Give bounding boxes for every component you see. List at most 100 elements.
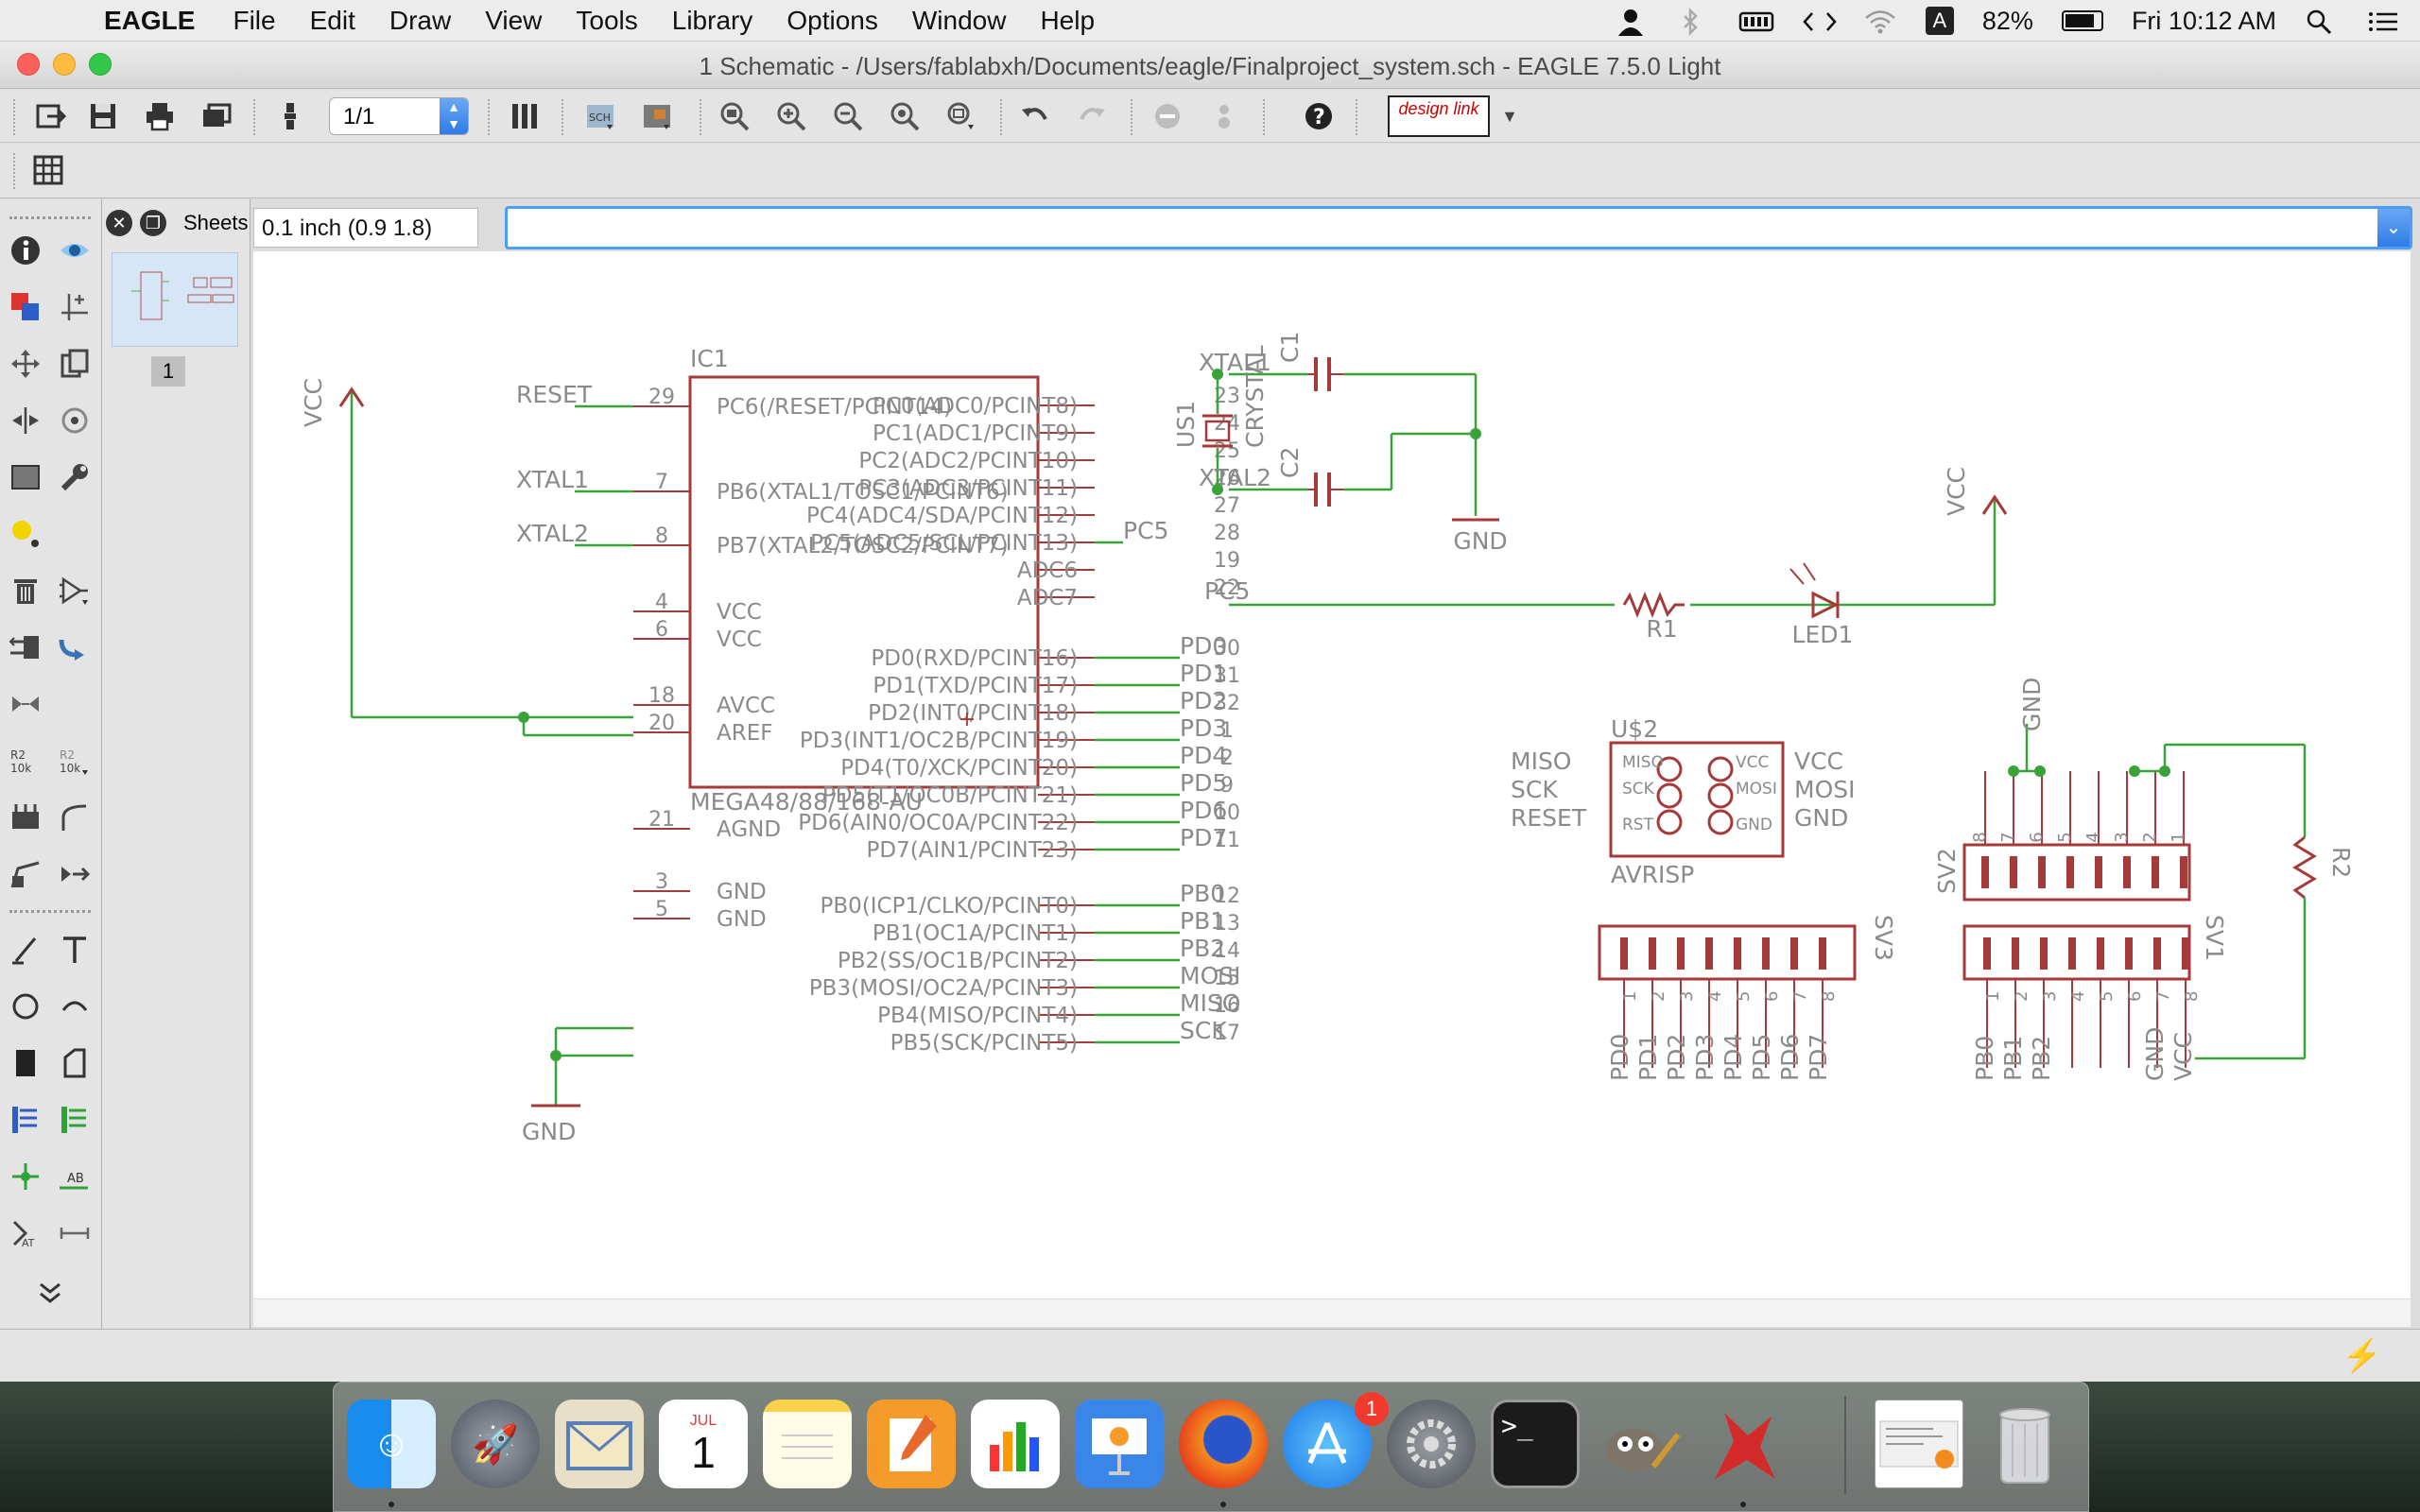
finder-icon[interactable]: ☺ [347, 1400, 436, 1488]
avrisp-pin-label[interactable]: GND [1736, 816, 1772, 834]
app-menu[interactable]: EAGLE [104, 5, 196, 35]
ic1-name[interactable]: IC1 [690, 345, 729, 372]
ic1-pin-number[interactable]: 5 [655, 898, 668, 921]
group-icon[interactable] [8, 458, 43, 496]
vcc-supply-symbol[interactable] [338, 387, 365, 407]
sheet-selector[interactable]: 1/1 ▲▼ [329, 97, 469, 135]
close-window-button[interactable] [17, 53, 40, 76]
expand-more-icon[interactable] [32, 1275, 68, 1313]
sv3-pin-pad[interactable] [1819, 937, 1826, 970]
sv1-pin-number[interactable]: 1 [1983, 991, 2003, 1002]
vcc-junction[interactable] [518, 712, 529, 723]
mail-icon[interactable] [555, 1400, 644, 1488]
ic1-pin-label[interactable]: PC6(/RESET/PCINT14) [717, 395, 952, 420]
keyboard-battery-icon[interactable] [1738, 8, 1774, 34]
trash-icon[interactable] [1980, 1400, 2069, 1488]
redo-icon[interactable] [1074, 99, 1110, 133]
ic1-pin-label[interactable]: PC5(ADC5/SCL/PCINT13) [810, 531, 1078, 556]
ic1-pin-label[interactable]: AREF [717, 721, 772, 746]
sv1-net-label[interactable]: VCC [2169, 1032, 2197, 1081]
net-label[interactable]: PD5 [1180, 769, 1227, 797]
avrisp-pad[interactable] [1707, 782, 1734, 809]
sv2-pin-number[interactable]: 4 [2083, 832, 2103, 842]
rectangle-icon[interactable] [8, 1044, 43, 1082]
code-brackets-icon[interactable] [1801, 8, 1837, 34]
ic1-pin-label[interactable]: PD3(INT1/OC2B/PCINT19) [800, 729, 1078, 753]
ic1-pin-label[interactable]: AGND [717, 817, 781, 842]
notification-center-icon[interactable] [2367, 8, 2401, 34]
sv3-pin-pad[interactable] [1790, 937, 1798, 970]
net-label[interactable]: XTAL1 [516, 466, 589, 493]
sheet-number-label[interactable]: 1 [151, 356, 185, 387]
menu-help[interactable]: Help [1040, 5, 1096, 35]
net-label[interactable]: PD1 [1180, 660, 1227, 687]
sv1-pin-number[interactable]: 7 [2153, 991, 2173, 1002]
sv1-pin-pad[interactable] [2153, 937, 2161, 970]
sv3-pin-pad[interactable] [1677, 937, 1685, 970]
change-wrench-icon[interactable] [57, 458, 93, 496]
net-label[interactable]: PC5 [1204, 577, 1250, 605]
stop-icon[interactable] [1150, 99, 1185, 133]
net-label[interactable]: PD3 [1180, 714, 1227, 742]
avrisp-value[interactable]: AVRISP [1611, 861, 1694, 888]
move-icon[interactable] [8, 345, 43, 383]
zoom-in-icon[interactable] [773, 99, 809, 133]
ic1-pin-label[interactable]: PB0(ICP1/CLKO/PCINT0) [821, 894, 1078, 919]
sv3-pin-pad[interactable] [1734, 937, 1741, 970]
ic1-pin-number[interactable]: 8 [655, 524, 668, 548]
net-label[interactable]: MOSI [1794, 776, 1856, 803]
bus-icon[interactable] [8, 1101, 43, 1139]
switch-to-board-icon[interactable] [639, 99, 675, 133]
use-library-icon[interactable] [272, 99, 308, 133]
sv2-pin-number[interactable]: 5 [2055, 832, 2075, 842]
sv2-pin-pad[interactable] [1981, 856, 1989, 888]
design-link-button[interactable]: design link [1388, 95, 1490, 137]
vcc-right-supply-symbol[interactable] [1981, 494, 2008, 515]
ic1-pin-number[interactable]: 32 [1214, 692, 1240, 715]
close-panel-icon[interactable]: ✕ [106, 210, 132, 236]
sv2-pin-pad[interactable] [2123, 856, 2131, 888]
ic1-pin-label[interactable]: PD5(T1/OC0B/PCINT21) [822, 783, 1078, 808]
ic1-pin-label[interactable]: PB2(SS/OC1B/PCINT2) [838, 949, 1078, 973]
sv1-net-label[interactable]: PB0 [1971, 1036, 1998, 1081]
c2-name[interactable]: C2 [1276, 447, 1304, 478]
ic1-value[interactable]: MEGA48/88/168-AU [690, 788, 923, 816]
rotate-icon[interactable] [57, 402, 93, 439]
ic1-pin-label[interactable]: ADC6 [1017, 558, 1078, 583]
net-label[interactable]: GND [1794, 804, 1848, 832]
wifi-icon[interactable] [1863, 8, 1897, 34]
net-label[interactable]: SCK [1180, 1017, 1227, 1044]
sv1-pin-pad[interactable] [2182, 937, 2189, 970]
invoke-icon[interactable] [57, 855, 93, 893]
text-icon[interactable] [57, 931, 93, 969]
sv1-pin-pad[interactable] [2012, 937, 2019, 970]
menu-file[interactable]: File [233, 5, 276, 35]
gnd-supply-label[interactable]: GND [1453, 527, 1507, 555]
sv1-net-label[interactable]: PB2 [2028, 1036, 2055, 1081]
sv2-junction[interactable] [2034, 765, 2046, 777]
r1-symbol[interactable] [1622, 591, 1685, 619]
ic1-pin-label[interactable]: AVCC [717, 694, 775, 718]
net-label[interactable]: MOSI [1180, 962, 1241, 989]
sv1-pin-pad[interactable] [2097, 937, 2104, 970]
crystal-value[interactable]: CRYSTAL [1241, 345, 1269, 448]
sv3-pin-number[interactable]: 3 [1677, 991, 1697, 1002]
paste-icon[interactable] [8, 515, 43, 553]
ic1-pin-label[interactable]: PD0(RXD/PCINT16) [871, 646, 1078, 671]
mirror-icon[interactable] [8, 402, 43, 439]
sv3-body[interactable] [1598, 924, 1857, 981]
menu-draw[interactable]: Draw [389, 5, 452, 35]
ic1-pin-label[interactable]: PD7(AIN1/PCINT23) [867, 838, 1079, 863]
polygon-icon[interactable] [57, 1044, 93, 1082]
sv2-pin-pad[interactable] [2095, 856, 2102, 888]
sv1-pin-number[interactable]: 8 [2182, 991, 2202, 1002]
ic1-pin-label[interactable]: GND [717, 907, 767, 932]
sheet-thumbnail[interactable] [112, 252, 238, 347]
gnd-supply-label[interactable]: GND [522, 1118, 576, 1145]
sv1-net-label[interactable]: PB1 [1999, 1036, 2027, 1081]
notes-icon[interactable] [763, 1400, 852, 1488]
sv2-gnd-label[interactable]: GND [2018, 678, 2046, 731]
sv2-pin-pad[interactable] [2038, 856, 2046, 888]
